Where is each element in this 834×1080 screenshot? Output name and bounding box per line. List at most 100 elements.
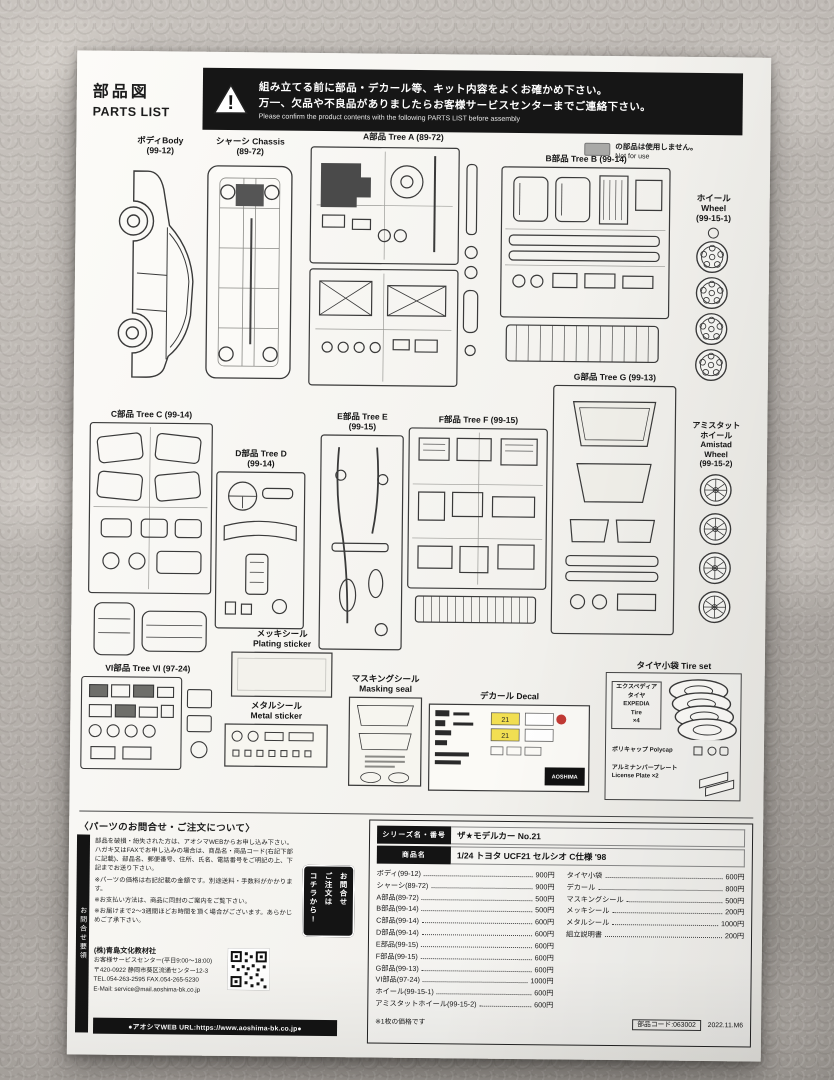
plating-label-en: Plating sticker: [252, 638, 312, 650]
part-tree-c: C部品 Tree C (99-14): [85, 409, 216, 666]
price-columns: ボディ(99-12)900円 シャーシ(89-72)900円 A部品(89-72…: [375, 868, 744, 1014]
decal-label: デカール Decal: [479, 690, 540, 702]
contact-heading: 〈パーツのお問合せ・ご注文について〉: [79, 821, 256, 835]
company-line: E-Mail: service@mail.aoshima-bk.co.jp: [93, 985, 201, 994]
tree-e-drawing: [318, 434, 404, 651]
part-tree-d: D部品 Tree D (99-14): [213, 448, 307, 631]
part-chassis: シャーシ Chassis (89-72): [192, 136, 307, 388]
contact-paragraph: 部品を破損・紛失された方は、アオシマWEBからお申し込み下さい。ハガキ又はFAX…: [94, 837, 294, 873]
amistad-label-2: ホイール: [700, 430, 733, 440]
part-decal: デカール Decal 21 21: [426, 690, 593, 794]
polycap-label: ポリキャップ Polycap: [611, 747, 673, 754]
metal-label-jp: メタルシール: [250, 700, 302, 711]
part-amistad-wheel: アミスタット ホイール Amistad Wheel (99-15-2): [675, 421, 755, 630]
part-tree-c-label: C部品 Tree C (99-14): [110, 408, 193, 420]
tree-f-drawing: [407, 427, 548, 624]
print-date: 2022.11.M6: [707, 1021, 744, 1030]
part-tree-f: F部品 Tree F (99-15): [405, 414, 549, 630]
tree-a-drawing: [308, 146, 479, 388]
decal-plate-number: 21: [501, 717, 509, 724]
chassis-drawing: [205, 165, 293, 380]
tree-g-drawing: [550, 385, 677, 636]
product-row: 商品名 1/24 トヨタ UCF21 セルシオ C仕様 '98: [376, 845, 745, 868]
masking-label-en: Masking seal: [359, 683, 413, 695]
warning-text: 組み立てる前に部品・デカール等、キット内容をよくお確かめ下さい。 万一、欠品や不…: [259, 79, 652, 124]
qr-code: [227, 948, 270, 991]
metal-label-en: Metal sticker: [250, 710, 303, 721]
svg-text:!: !: [227, 92, 234, 114]
part-body-label: ボディBody: [137, 135, 184, 146]
amistad-label-4: Wheel: [704, 449, 728, 460]
contact-paragraph: ※お届けまで2〜3週間ほどお時間を頂く場合がございます。あらかじめご了承下さい。: [94, 907, 293, 925]
license-plate-label-jp: アルミナンバープレート: [611, 765, 678, 772]
warning-triangle-icon: !: [213, 83, 248, 114]
decal-drawing: 21 21 AOSHIMA: [427, 703, 591, 793]
license-plate-label-en: License Plate ×2: [611, 773, 659, 780]
parts-code: 部品コード:063002: [632, 1019, 701, 1031]
part-body-code: (99-12): [146, 145, 174, 156]
part-wheel-code: (99-15-1): [696, 213, 732, 224]
part-tree-b-label: B部品 Tree B (99-14): [545, 153, 627, 165]
wheel-drawing: [694, 227, 729, 381]
part-tree-e-code: (99-15): [348, 421, 377, 432]
price-row: アミスタットホイール(99-15-2)600円: [375, 998, 554, 1010]
part-wheel-label-jp: ホイール: [696, 192, 731, 204]
amistad-label-3: Amistad: [700, 440, 733, 450]
price-column-left: ボディ(99-12)900円 シャーシ(89-72)900円 A部品(89-72…: [375, 868, 554, 1012]
part-wheel-label-en: Wheel: [701, 203, 727, 214]
license-plate-drawing: [699, 771, 735, 797]
part-chassis-code: (89-72): [236, 146, 264, 157]
order-here-badge: お問合せ ご注文は コチラから!: [302, 864, 355, 938]
part-tree-vi: VI部品 Tree VI (97-24): [77, 662, 216, 796]
sheet-title-jp: 部品図: [92, 83, 150, 101]
header-banner: 部品図 PARTS LIST ! 組み立てる前に部品・デカール等、キット内容をよ…: [90, 67, 744, 136]
part-tree-vi-label: VI部品 Tree VI (97-24): [105, 662, 191, 674]
tire-set-label: タイヤ小袋 Tire set: [636, 660, 712, 672]
part-plating-sticker: メッキシール Plating sticker: [228, 628, 335, 699]
part-tree-b: B部品 Tree B (99-14): [498, 153, 672, 372]
tire-set-box: エクスペディア タイヤ EXPEDIA Tire ×4 ポリキャップ Polyc…: [604, 672, 742, 802]
product-label: 商品名: [376, 845, 451, 865]
tree-d-drawing: [214, 471, 306, 630]
part-chassis-label: シャーシ Chassis: [215, 135, 285, 147]
contact-side-strip: お問合せ要領: [74, 834, 91, 1033]
product-value: 1/24 トヨタ UCF21 セルシオ C仕様 '98: [450, 846, 745, 868]
part-tree-d-label: D部品 Tree D: [235, 448, 287, 459]
price-table: シリーズ名・番号 ザ★モデルカー No.21 商品名 1/24 トヨタ UCF2…: [366, 819, 754, 1048]
body-drawing: [117, 170, 194, 379]
part-tire-set: タイヤ小袋 Tire set エクスペディア タイヤ EXPEDIA Tire …: [603, 660, 742, 802]
amistad-wheel-drawing: [698, 473, 732, 624]
contact-body-text: 部品を破損・紛失された方は、アオシマWEBからお申し込み下さい。ハガキ又はFAX…: [94, 837, 293, 929]
parts-list-sheet: 部品図 PARTS LIST ! 組み立てる前に部品・デカール等、キット内容をよ…: [66, 50, 772, 1062]
amistad-label-code: (99-15-2): [699, 459, 733, 469]
part-tree-a: A部品 Tree A (89-72): [306, 131, 499, 391]
tree-vi-drawing: [80, 676, 213, 771]
polycap-drawing: [693, 746, 729, 756]
expedia-tire-label: エクスペディア タイヤ EXPEDIA Tire ×4: [611, 681, 662, 730]
part-tree-a-label: A部品 Tree A (89-72): [363, 131, 444, 143]
sheet-title: 部品図 PARTS LIST: [90, 67, 203, 130]
contact-paragraph: ※お支払い方法は、商品に同封のご案内をご覧下さい。: [94, 896, 251, 906]
metal-sticker-drawing: [224, 723, 328, 769]
aoshima-logo: AOSHIMA: [552, 775, 578, 781]
contact-section: 〈パーツのお問合せ・ご注文について〉 お問合せ要領 部品を破損・紛失された方は、…: [74, 816, 365, 1043]
part-tree-g-label: G部品 Tree G (99-13): [573, 371, 657, 383]
part-body: ボディBody (99-12): [86, 135, 233, 389]
part-wheel: ホイール Wheel (99-15-1): [676, 193, 750, 384]
series-row: シリーズ名・番号 ザ★モデルカー No.21: [376, 825, 746, 848]
part-tree-e-label: E部品 Tree E: [337, 411, 388, 422]
part-tree-g: G部品 Tree G (99-13): [548, 371, 679, 637]
amistad-label-1: アミスタット: [692, 420, 741, 431]
company-info: (株)青島文化教材社 お客様サービスセンター(平日9:00〜18:00) 〒42…: [93, 945, 234, 996]
part-tree-d-code: (99-14): [247, 458, 275, 469]
svg-text:21: 21: [501, 733, 509, 740]
series-label: シリーズ名・番号: [376, 825, 452, 845]
warning-line-en: Please confirm the product contents with…: [258, 112, 521, 123]
tire-stack-drawing: [668, 679, 738, 741]
part-tree-f-label: F部品 Tree F (99-15): [438, 414, 519, 426]
masking-label-jp: マスキングシール: [351, 673, 420, 685]
warning-banner: ! 組み立てる前に部品・デカール等、キット内容をよくお確かめ下さい。 万一、欠品…: [202, 67, 744, 136]
